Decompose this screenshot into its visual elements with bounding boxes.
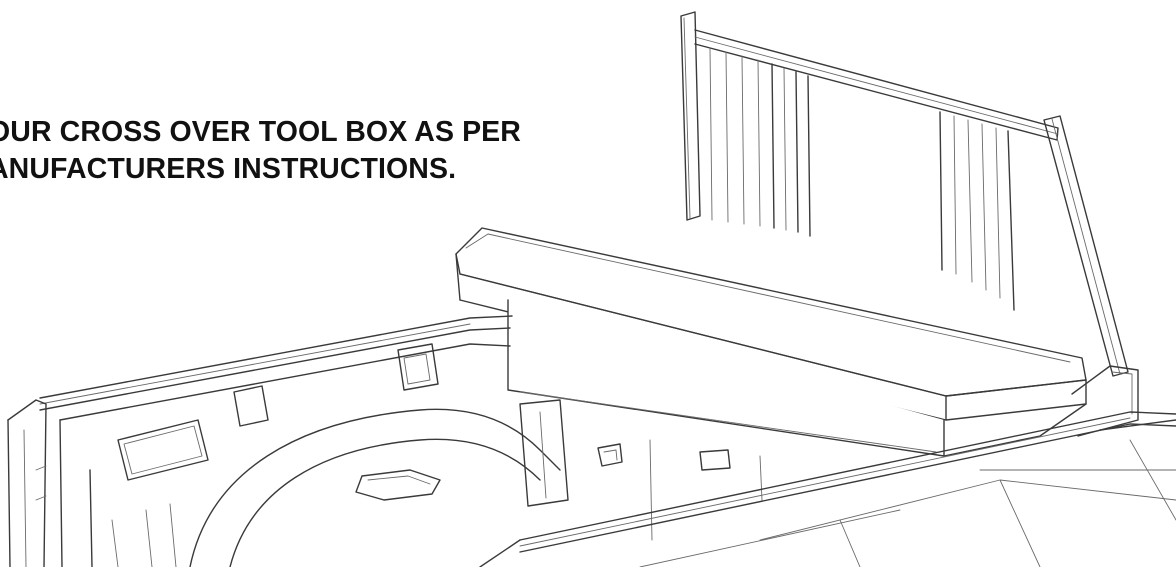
installation-instruction: OUR CROSS OVER TOOL BOX AS PER ANUFACTUR… — [0, 114, 521, 188]
instruction-line-1: OUR CROSS OVER TOOL BOX AS PER — [0, 116, 521, 148]
headache-rack — [680, 11, 1129, 377]
instruction-line-2: ANUFACTURERS INSTRUCTIONS. — [0, 153, 457, 185]
cross-over-tool-box — [455, 227, 1139, 457]
truck-bed — [7, 315, 1176, 567]
